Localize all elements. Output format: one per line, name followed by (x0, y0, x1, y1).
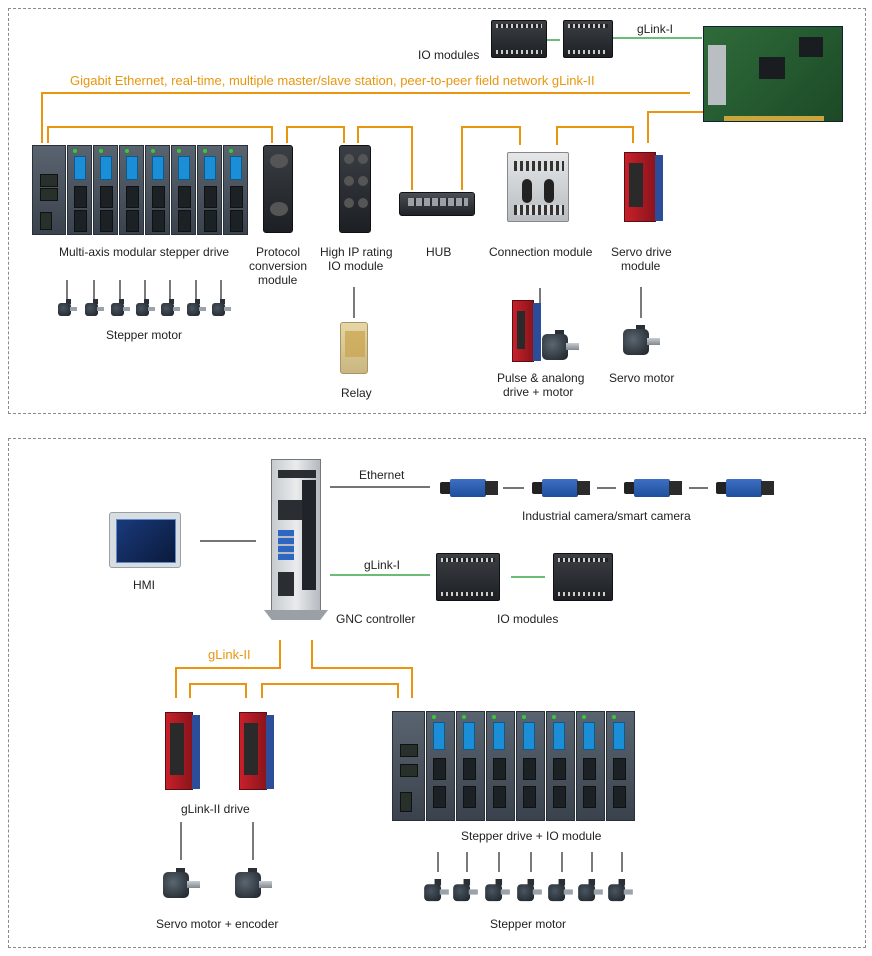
stepper-motor-top-label: Stepper motor (106, 328, 183, 342)
stepper-drive-io-module (392, 711, 635, 821)
io-modules-bottom-label: IO modules (497, 612, 559, 626)
gnc-controller (271, 459, 321, 619)
high-ip-label-1: High IP rating (320, 245, 393, 259)
pcie-controller-card (703, 26, 843, 122)
stepper-motor-icon (161, 299, 180, 317)
stepper-motor-icon (517, 879, 542, 903)
glink2-network-label: Gigabit Ethernet, real-time, multiple ma… (70, 73, 595, 88)
pulse-label-1: Pulse & analong (497, 371, 585, 385)
camera-icon (716, 478, 774, 498)
servo-encoder-motor-icon (163, 868, 201, 900)
glink2-servo-drive-1 (165, 712, 200, 790)
bus-hub-io-line (357, 126, 413, 190)
stepper-motor-icon (111, 299, 130, 317)
camera-icon (532, 478, 590, 498)
protocol-label-1: Protocol (256, 245, 301, 259)
stepper-motor-icon (485, 879, 510, 903)
servo-drive-label-1: Servo drive (611, 245, 672, 259)
hub-device (399, 192, 475, 216)
connection-module-label: Connection module (489, 245, 593, 259)
connection-module (507, 152, 569, 222)
gnc-glink2-line-d (311, 640, 413, 698)
hmi-label: HMI (133, 578, 155, 592)
bus-conn-servo-line (556, 126, 634, 145)
servo-encoder-label: Servo motor + encoder (156, 917, 279, 931)
ethernet-label: Ethernet (359, 468, 405, 482)
protocol-label-3: module (258, 273, 298, 287)
bus-hub-conn-line (461, 126, 521, 190)
stepper-motor-icon (136, 299, 155, 317)
io-module-bottom-2 (553, 553, 613, 601)
io-module-bottom-1 (436, 553, 500, 601)
camera-label: Industrial camera/smart camera (522, 509, 691, 523)
stepper-motor-icon (578, 879, 603, 903)
io-module-top-2 (563, 20, 613, 58)
glink2-drive-label: gLink-II drive (181, 802, 250, 816)
servo-drive-label-2: module (621, 259, 661, 273)
io-modules-top-label: IO modules (418, 48, 480, 62)
relay-image (340, 322, 368, 374)
high-ip-io-module (339, 145, 371, 233)
stepper-motor-icon (187, 299, 206, 317)
glink2-bottom-label: gLink-II (208, 647, 251, 662)
multi-axis-label: Multi-axis modular stepper drive (59, 245, 230, 259)
stepper-io-label: Stepper drive + IO module (461, 829, 602, 843)
glink1-top-label: gLink-I (637, 22, 674, 36)
stepper-motor-icon (212, 299, 231, 317)
io-module-top-1 (491, 20, 547, 58)
glink2-bus-line (41, 92, 690, 143)
protocol-conversion-module (263, 145, 293, 233)
servo-encoder-motor-icon (235, 868, 273, 900)
servo-motor-icon (623, 325, 661, 357)
bus-servo-card-line (647, 111, 705, 143)
gnc-glink2-line-c (261, 683, 399, 698)
high-ip-label-2: IO module (328, 259, 384, 273)
bus-drive-line (47, 126, 273, 143)
hub-label: HUB (426, 245, 452, 259)
relay-label: Relay (341, 386, 372, 400)
stepper-motor-bottom-label: Stepper motor (490, 917, 567, 931)
gnc-label: GNC controller (336, 612, 416, 626)
servo-motor-top-label: Servo motor (609, 371, 675, 385)
bus-protocol-io-line (286, 126, 345, 143)
hmi-panel (109, 512, 181, 568)
pulse-label-2: drive + motor (503, 385, 574, 399)
bottom-panel (8, 438, 866, 948)
glink2-servo-drive-2 (239, 712, 274, 790)
servo-drive-module (624, 152, 663, 222)
pulse-motor-icon (542, 330, 580, 362)
top-panel (8, 8, 866, 414)
stepper-motor-icon (424, 879, 449, 903)
gnc-glink2-line-b (189, 683, 247, 698)
gnc-glink2-line-a (175, 640, 281, 698)
stepper-motor-icon (85, 299, 104, 317)
gnc-mount-plate (264, 610, 328, 620)
glink1-bottom-label: gLink-I (364, 558, 401, 572)
stepper-motor-icon (548, 879, 573, 903)
stepper-motor-icon (58, 299, 77, 317)
pulse-drive-image (512, 300, 541, 362)
camera-icon (624, 478, 682, 498)
stepper-motor-icon (453, 879, 478, 903)
camera-icon (440, 478, 498, 498)
protocol-label-2: conversion (249, 259, 308, 273)
stepper-motor-icon (608, 879, 633, 903)
multi-axis-stepper-drive (32, 145, 248, 235)
